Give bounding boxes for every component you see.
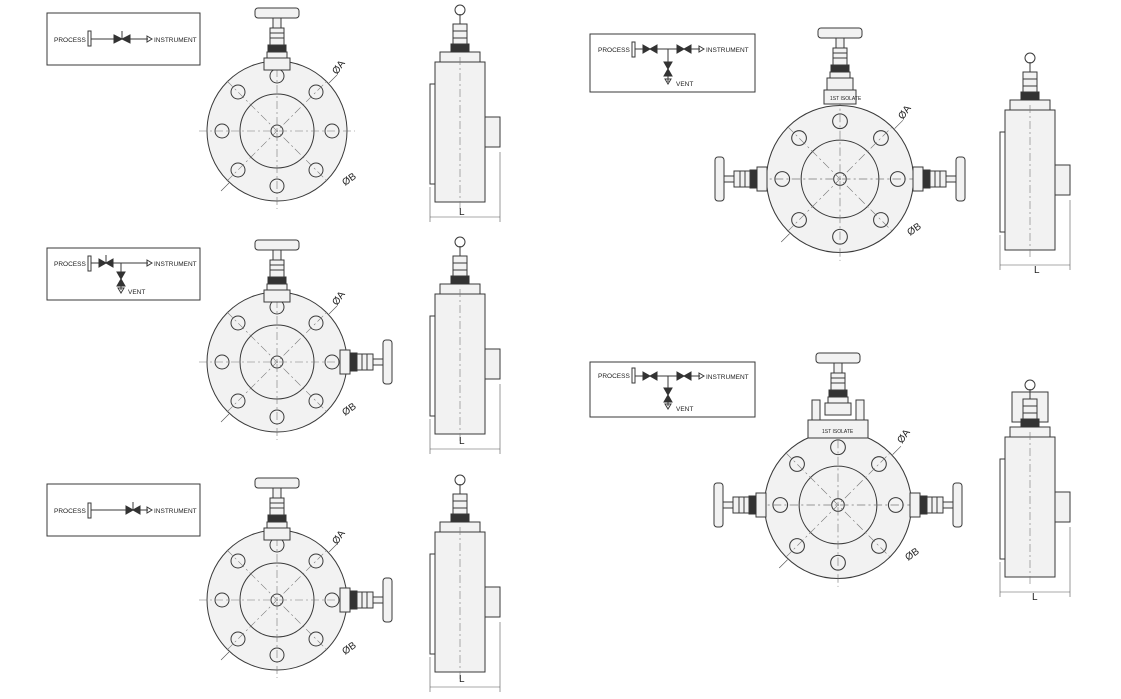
- schematic-single-block: PROCESS INSTRUMENT: [46, 12, 201, 66]
- process-label: PROCESS: [598, 373, 630, 380]
- length-label: L: [459, 436, 465, 447]
- side-view-1: L: [429, 4, 501, 223]
- length-label: L: [459, 207, 465, 218]
- process-label: PROCESS: [598, 47, 630, 54]
- length-label: L: [1034, 265, 1040, 276]
- schematic-block-and-vent: PROCESS VENT INSTRUMENT: [46, 247, 201, 301]
- dia-a-label: ØA: [330, 58, 347, 76]
- side-view-2: L: [429, 236, 501, 455]
- schematic-single-block-alt: PROCESS INSTRUMENT: [46, 483, 201, 537]
- vent-label: VENT: [128, 289, 145, 296]
- schematic-double-block-and-bleed-alt: PROCESS VENT INSTRUMENT: [589, 361, 756, 418]
- side-view-3: L: [429, 474, 501, 693]
- dia-b-label: ØB: [340, 171, 358, 188]
- length-label: L: [1032, 592, 1038, 603]
- side-view-5: 1ST ISOLATE L: [999, 379, 1071, 603]
- process-label: PROCESS: [54, 508, 86, 515]
- instrument-label: INSTRUMENT: [154, 37, 197, 44]
- isolate-tag: 1ST ISOLATE: [830, 96, 862, 102]
- dia-b-label: ØB: [340, 401, 358, 418]
- instrument-label: INSTRUMENT: [706, 374, 749, 381]
- dia-b-label: ØB: [905, 221, 923, 238]
- dia-b-label: ØB: [340, 640, 358, 657]
- front-view-3: ØA ØB: [198, 477, 393, 679]
- dia-a-label: ØA: [896, 103, 913, 121]
- front-view-4: 1ST ISOLATE ØA ØB: [714, 27, 966, 262]
- process-label: PROCESS: [54, 261, 86, 268]
- isolate-tag: 1ST ISOLATE: [822, 429, 854, 435]
- front-view-5: 1ST ISOLATE ØA ØB: [713, 352, 963, 588]
- vent-label: VENT: [676, 81, 693, 88]
- instrument-label: INSTRUMENT: [154, 261, 197, 268]
- dia-b-label: ØB: [903, 546, 921, 563]
- process-label: PROCESS: [54, 37, 86, 44]
- schematic-double-block-and-bleed: PROCESS VENT INSTRUMENT: [589, 33, 756, 93]
- dia-a-label: ØA: [895, 427, 912, 445]
- front-view-1: ØA ØB: [198, 7, 359, 210]
- length-label: L: [459, 674, 465, 685]
- dia-a-label: ØA: [330, 289, 347, 307]
- front-view-2: ØA ØB: [198, 239, 393, 441]
- vent-label: VENT: [676, 406, 693, 413]
- instrument-label: INSTRUMENT: [154, 508, 197, 515]
- dia-a-label: ØA: [330, 528, 347, 546]
- instrument-label: INSTRUMENT: [706, 47, 749, 54]
- side-view-4: L: [999, 52, 1071, 276]
